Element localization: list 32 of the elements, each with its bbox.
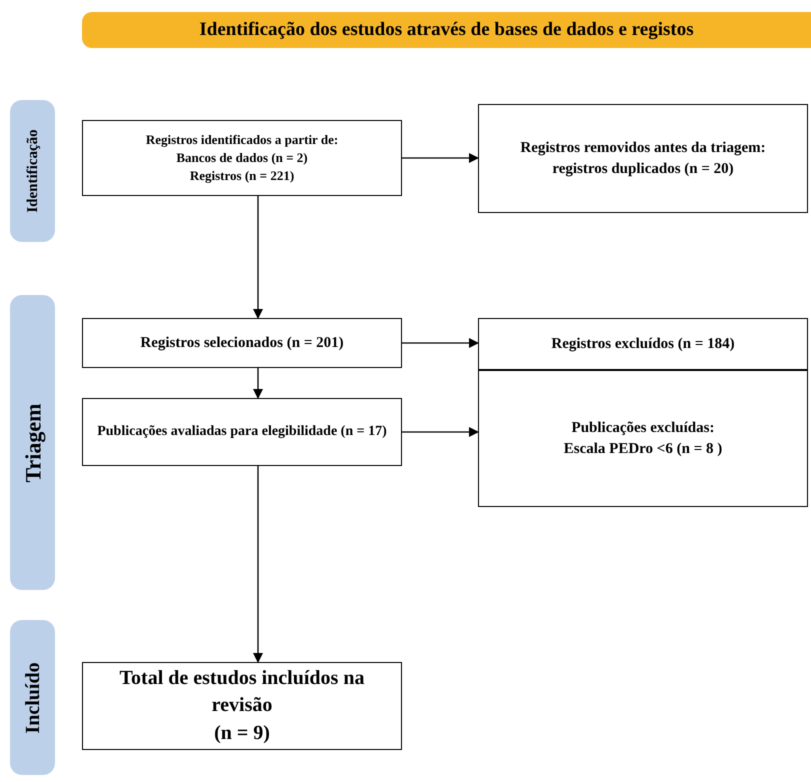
arrow: [402, 153, 479, 163]
box-text: Total de estudos incluídos na revisão: [118, 666, 366, 718]
box-text: Registros excluídos (n = 184): [551, 334, 735, 354]
phase-label: Identificação: [24, 129, 40, 213]
box-text: Registros (n = 221): [190, 166, 294, 185]
title: Identificação dos estudos através de bases de dados e registos: [199, 18, 694, 42]
phase-band: [10, 100, 55, 242]
process-box: [478, 370, 808, 507]
arrow: [253, 368, 263, 399]
phase-label: Incluído: [22, 662, 44, 734]
process-box: [82, 318, 402, 368]
box-text: registros duplicados (n = 20): [552, 160, 734, 178]
process-box: [82, 662, 402, 750]
box-text: Publicações avaliadas para elegibilidade (n = 17): [97, 423, 387, 442]
arrow: [253, 466, 263, 663]
process-box: [82, 120, 402, 196]
arrow: [253, 196, 263, 319]
process-box: [478, 318, 808, 370]
process-box: [478, 104, 808, 213]
process-box: [82, 398, 402, 466]
box-text: Publicações excluídas:: [572, 418, 714, 438]
phase-band: [10, 295, 55, 590]
box-text: Escala PEDro <6 (n = 8 ): [564, 440, 722, 458]
phase-band: [10, 620, 55, 775]
arrow: [402, 338, 479, 348]
box-text: Bancos de dados (n = 2): [176, 149, 308, 167]
box-text: Registros identificados a partir de:: [146, 131, 338, 150]
box-text: Registros selecionados (n = 201): [140, 334, 344, 353]
phase-label: Triagem: [20, 403, 45, 482]
arrow: [402, 427, 479, 437]
box-text: Registros removidos antes da triagem:: [520, 138, 766, 158]
box-text: (n = 9): [214, 720, 270, 746]
